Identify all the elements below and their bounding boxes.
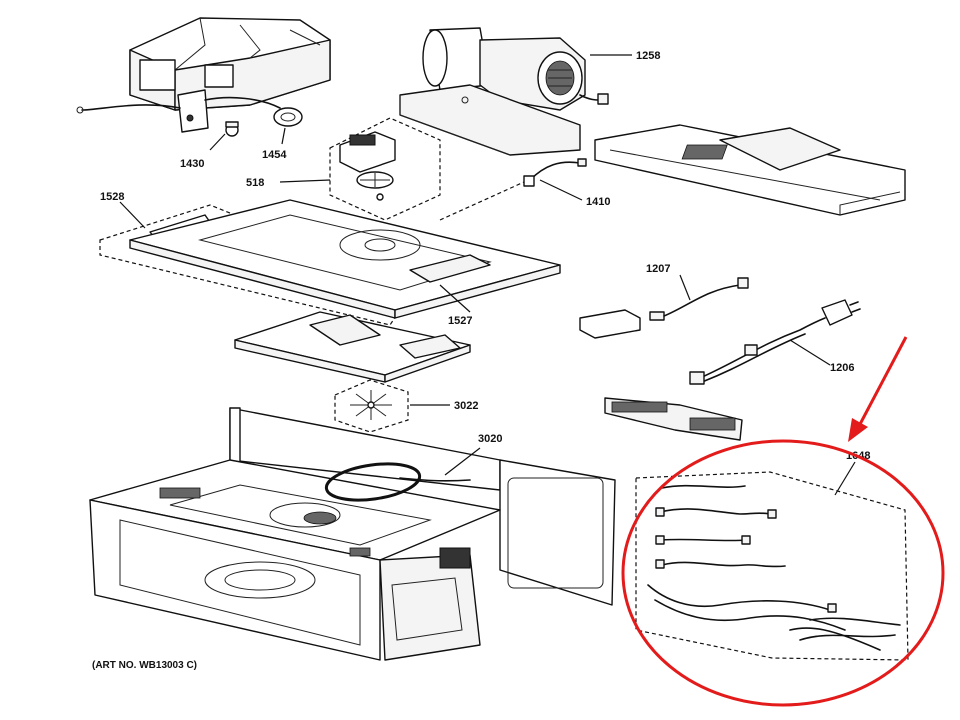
wire-harness-kit-1648 — [635, 471, 909, 661]
thermostat-1430 — [209, 121, 239, 151]
thermostat-1454 — [273, 107, 303, 145]
vent-grille — [604, 397, 743, 441]
callout-1454: 1454 — [262, 149, 287, 161]
stirrer-blade-3022 — [334, 379, 450, 433]
callout-1527: 1527 — [448, 315, 472, 327]
microwave-chassis — [89, 407, 616, 661]
callout-518: 518 — [246, 177, 264, 189]
callout-1410: 1410 — [586, 196, 610, 208]
red-highlight-circle — [621, 439, 945, 707]
stirrer-motor-518 — [279, 117, 441, 221]
callout-1206: 1206 — [830, 362, 854, 374]
power-cord-1206 — [689, 299, 861, 385]
motor-mount-bracket — [399, 84, 581, 156]
ceiling-panel-1527 — [129, 199, 561, 319]
leader-3020 — [444, 447, 481, 476]
callout-1258: 1258 — [636, 50, 660, 62]
vent-duct-assembly — [76, 17, 331, 133]
callout-1528: 1528 — [100, 191, 124, 203]
red-arrow-icon — [848, 336, 908, 442]
callout-3020: 3020 — [478, 433, 502, 445]
harness-1207 — [579, 274, 749, 339]
callout-1207: 1207 — [646, 263, 670, 275]
callout-3022: 3022 — [454, 400, 478, 412]
waveguide-cover-plate — [594, 124, 906, 216]
middle-tray — [234, 311, 471, 383]
callout-1430: 1430 — [180, 158, 204, 170]
art-number-caption: (ART NO. WB13003 C) — [92, 660, 197, 671]
blower-motor-1258 — [422, 27, 632, 111]
sensor-3020-wire — [399, 477, 471, 482]
leader-1648 — [834, 461, 856, 496]
black-highlight-ring — [324, 462, 422, 502]
sensor-1410 — [439, 158, 587, 221]
